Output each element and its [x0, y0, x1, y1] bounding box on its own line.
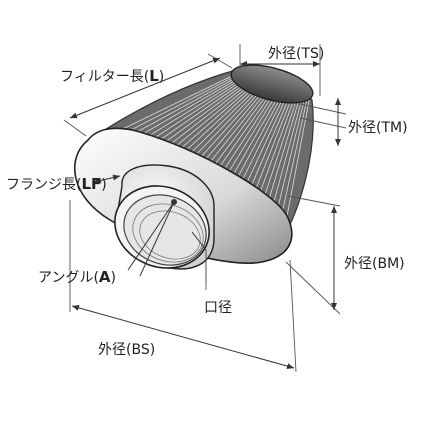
label-bs: 外径(BS) [98, 342, 155, 358]
label-filter-length: フィルター長(L) [60, 67, 164, 85]
label-bm: 外径(BM) [344, 256, 405, 272]
svg-text:アングル(A): アングル(A) [38, 268, 116, 286]
svg-text:フランジ長(LF): フランジ長(LF) [6, 175, 107, 193]
label-mouth: 口径 [204, 300, 232, 316]
dimension-l [69, 57, 221, 119]
svg-text:フィルター長(L): フィルター長(L) [60, 67, 164, 85]
label-ts: 外径(TS) [268, 46, 324, 62]
top-cap [230, 64, 314, 104]
labels: 外径(TS) フィルター長(L) 外径(TM) フランジ長(LF) 外径(BM)… [6, 46, 408, 358]
label-filter-length-close: ) [159, 69, 164, 85]
filter-body [73, 64, 314, 270]
dimension-bs [71, 304, 295, 370]
label-filter-length-code: L [149, 67, 159, 85]
label-flange-length-code: LF [81, 175, 101, 193]
label-tm: 外径(TM) [348, 120, 408, 136]
dimension-lf [93, 174, 121, 184]
label-flange-length-close: ) [101, 177, 106, 193]
label-filter-length-text: フィルター長( [60, 69, 149, 85]
label-flange-length-text: フランジ長( [6, 177, 81, 193]
angle-leader-2 [139, 201, 175, 277]
label-angle: アングル(A) [38, 268, 116, 286]
mouth-inner-lip [123, 194, 207, 266]
label-angle-close: ) [111, 270, 116, 286]
label-flange-length: フランジ長(LF) [6, 175, 107, 193]
label-angle-text: アングル( [38, 270, 99, 286]
angle-leader-1 [127, 201, 175, 271]
dimension-lines [63, 44, 347, 373]
label-angle-code: A [99, 268, 111, 286]
